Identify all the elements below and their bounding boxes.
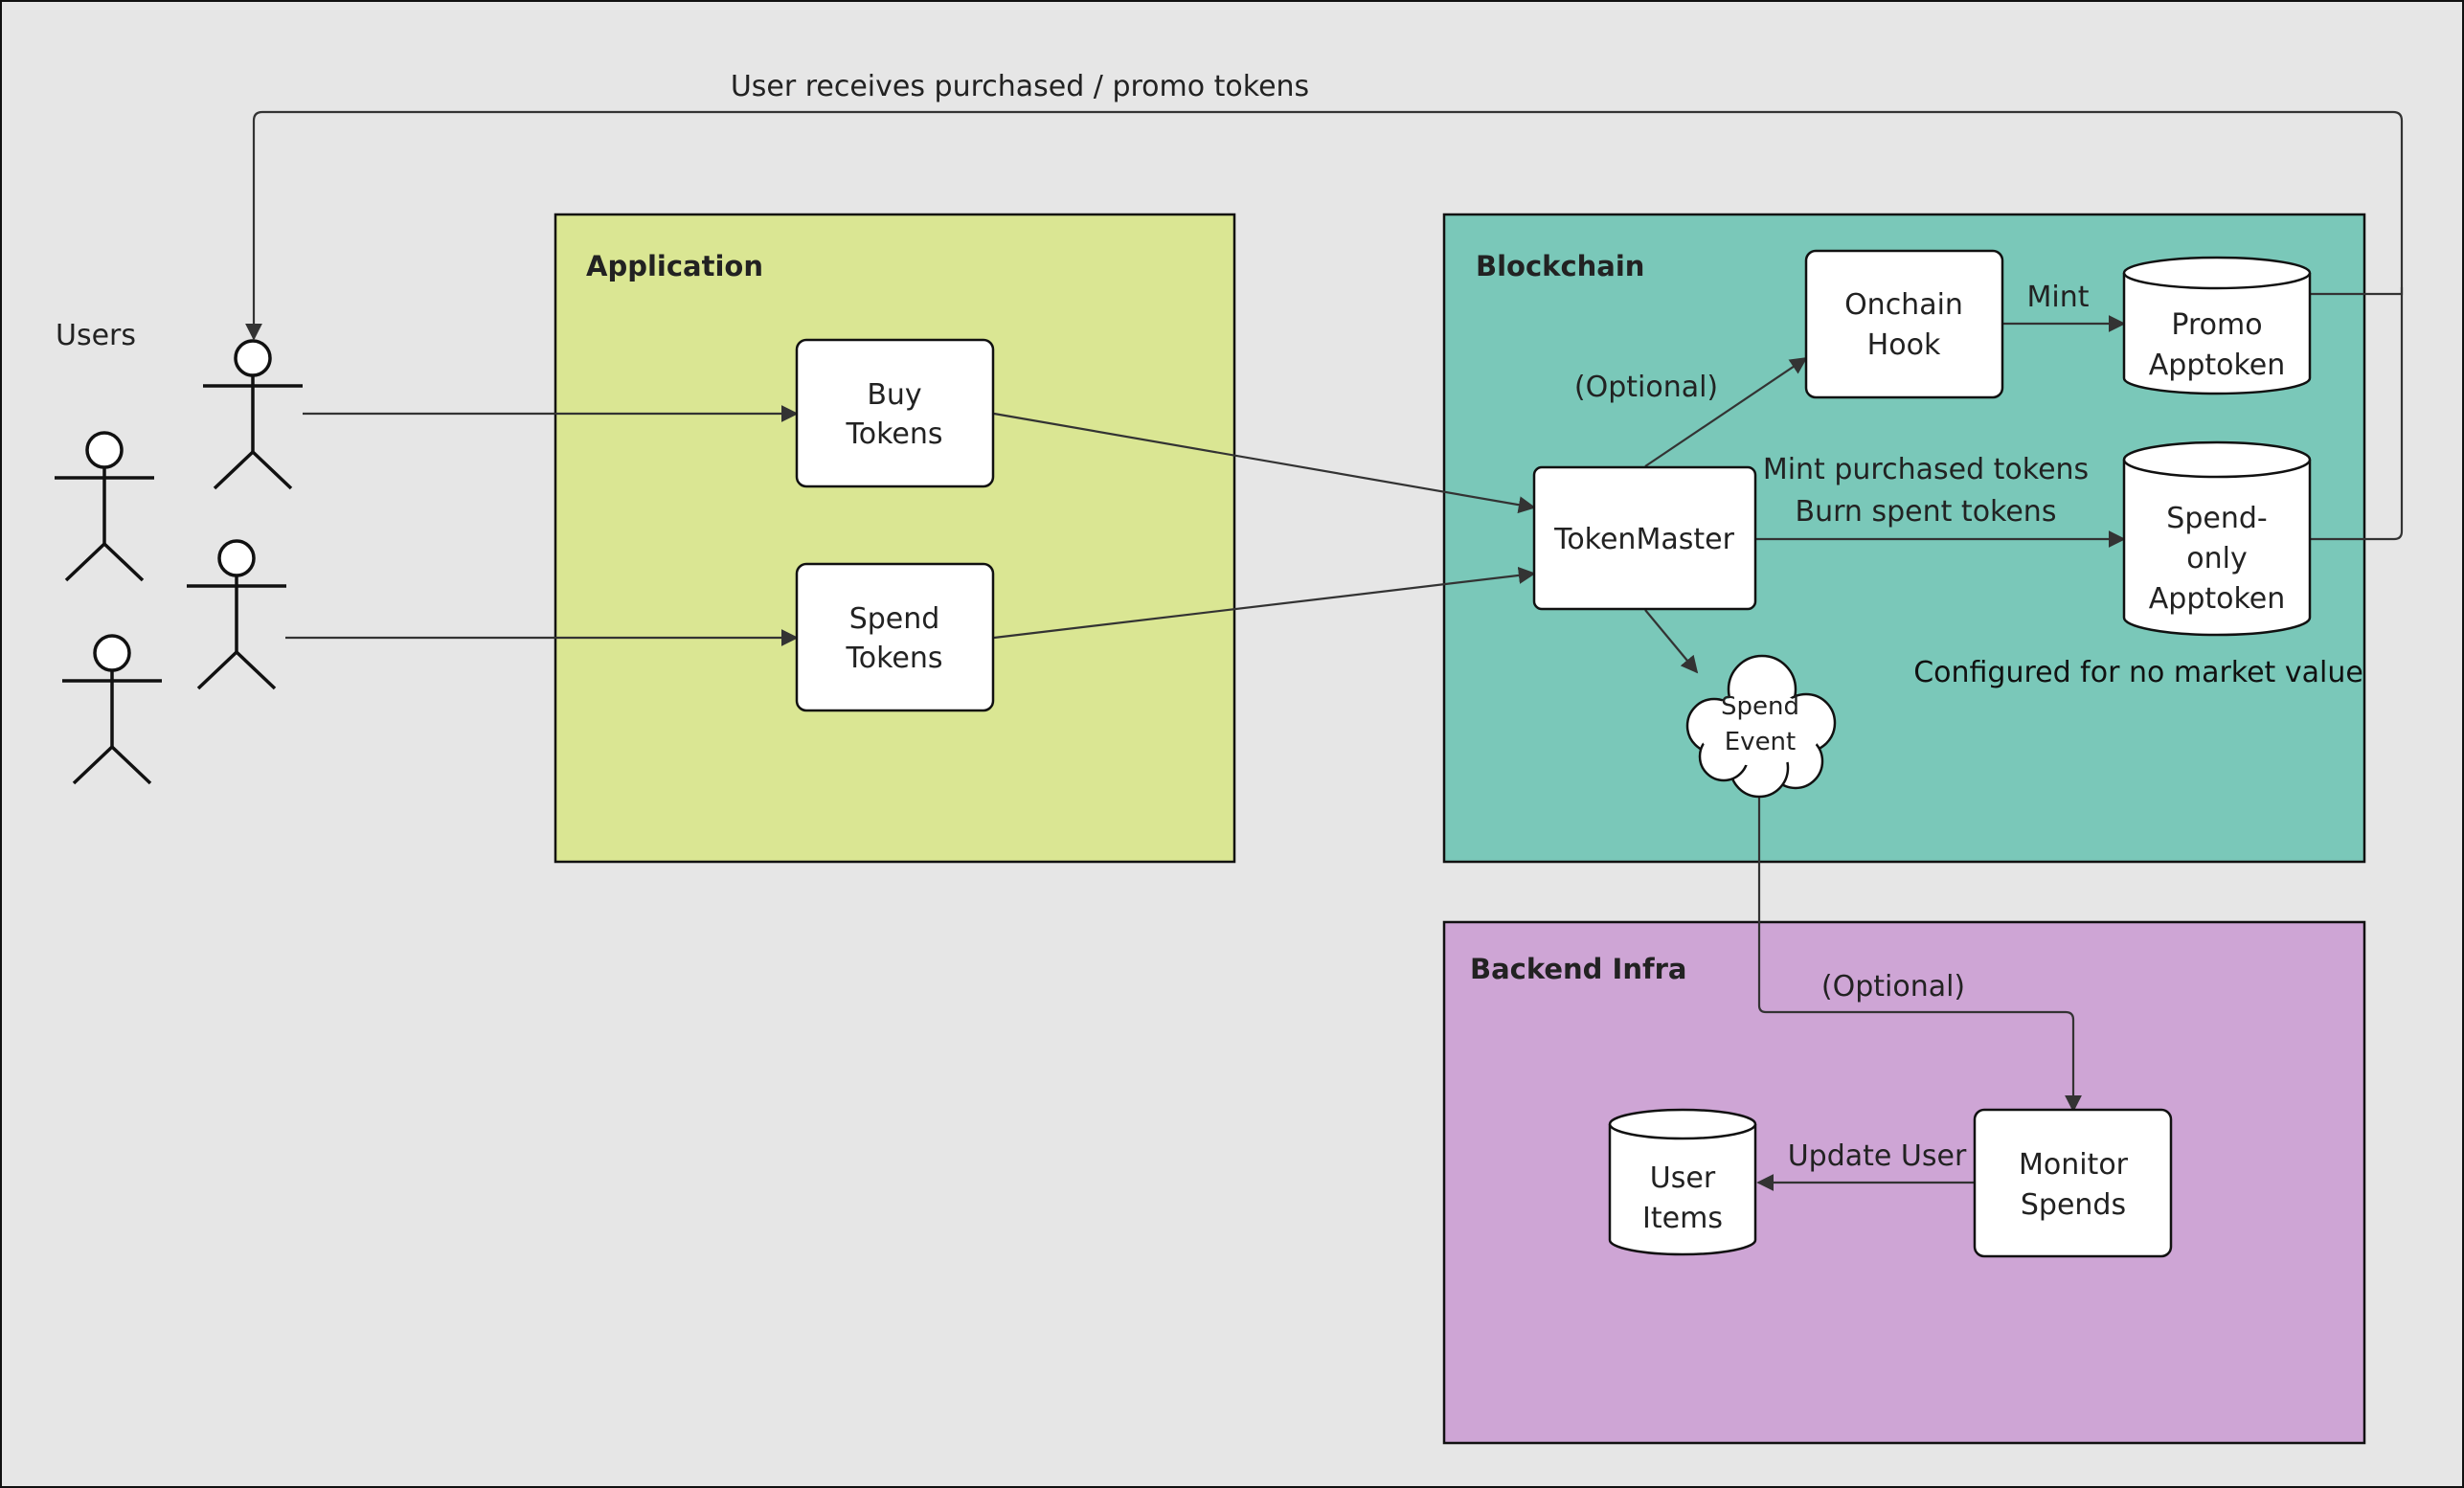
- user-figure-icon: [203, 339, 303, 490]
- svg-text:Promo: Promo: [2171, 308, 2262, 342]
- no-market-value-note: Configured for no market value: [1913, 656, 2363, 689]
- spend-event-cloud-node[interactable]: Spend Event: [1685, 654, 1837, 799]
- spend-tokens-node[interactable]: Spend Tokens: [795, 562, 995, 712]
- optional-label: (Optional): [1574, 371, 1718, 404]
- blockchain-title: Blockchain: [1476, 250, 1644, 282]
- svg-text:Spend: Spend: [849, 602, 940, 636]
- application-title: Application: [586, 250, 763, 282]
- svg-text:Spend: Spend: [1721, 692, 1799, 721]
- svg-text:Hook: Hook: [1867, 328, 1941, 362]
- svg-text:Spend-: Spend-: [2166, 502, 2267, 535]
- edge-buy-to-tokenmaster: [993, 412, 1536, 514]
- burn-spent-label: Burn spent tokens: [1796, 495, 2057, 529]
- svg-text:Event: Event: [1725, 728, 1796, 756]
- top-return-label: User receives purchased / promo tokens: [731, 70, 1309, 103]
- backend-infra-title: Backend Infra: [1470, 953, 1686, 985]
- svg-text:Apptoken: Apptoken: [2149, 349, 2286, 382]
- svg-text:Items: Items: [1642, 1202, 1723, 1235]
- mint-label: Mint: [2027, 281, 2090, 314]
- svg-text:User: User: [1650, 1161, 1716, 1195]
- users-label: Users: [56, 319, 136, 352]
- edge-tokenmaster-to-spend-event: [1644, 609, 1699, 674]
- user-figure-icon: [187, 539, 286, 690]
- edge-promo-return-to-user: [245, 110, 2404, 341]
- svg-text:Tokens: Tokens: [846, 417, 943, 451]
- svg-text:only: only: [2186, 542, 2247, 575]
- tokenmaster-node[interactable]: TokenMaster: [1532, 465, 1757, 611]
- svg-text:TokenMaster: TokenMaster: [1553, 523, 1734, 556]
- edge-spend-only-return: [2310, 287, 2404, 541]
- spend-only-apptoken-database[interactable]: Spend- only Apptoken: [2122, 440, 2312, 637]
- application-container: [554, 213, 1236, 864]
- edge-tokenmaster-to-onchain-hook: [1644, 356, 1808, 467]
- svg-text:Apptoken: Apptoken: [2149, 582, 2286, 616]
- user-items-database[interactable]: User Items: [1608, 1108, 1757, 1256]
- svg-text:Onchain: Onchain: [1844, 288, 1963, 322]
- promo-apptoken-database[interactable]: Promo Apptoken: [2122, 256, 2312, 395]
- edge-spend-to-tokenmaster: [993, 566, 1536, 640]
- backend-optional-label: (Optional): [1821, 970, 1965, 1003]
- svg-text:Buy: Buy: [867, 378, 921, 412]
- mint-purchased-label: Mint purchased tokens: [1763, 453, 2089, 486]
- user-figure-icon: [55, 431, 154, 582]
- user-figure-icon: [62, 634, 162, 785]
- svg-text:Monitor: Monitor: [2019, 1148, 2129, 1182]
- update-user-label: Update User: [1788, 1139, 1967, 1173]
- svg-text:Spends: Spends: [2021, 1188, 2126, 1222]
- svg-text:Tokens: Tokens: [846, 642, 943, 675]
- onchain-hook-node[interactable]: Onchain Hook: [1804, 249, 2004, 399]
- buy-tokens-node[interactable]: Buy Tokens: [795, 338, 995, 488]
- edge-spend-event-monitor: [1751, 778, 2082, 1113]
- monitor-spends-node[interactable]: Monitor Spends: [1973, 1108, 2173, 1258]
